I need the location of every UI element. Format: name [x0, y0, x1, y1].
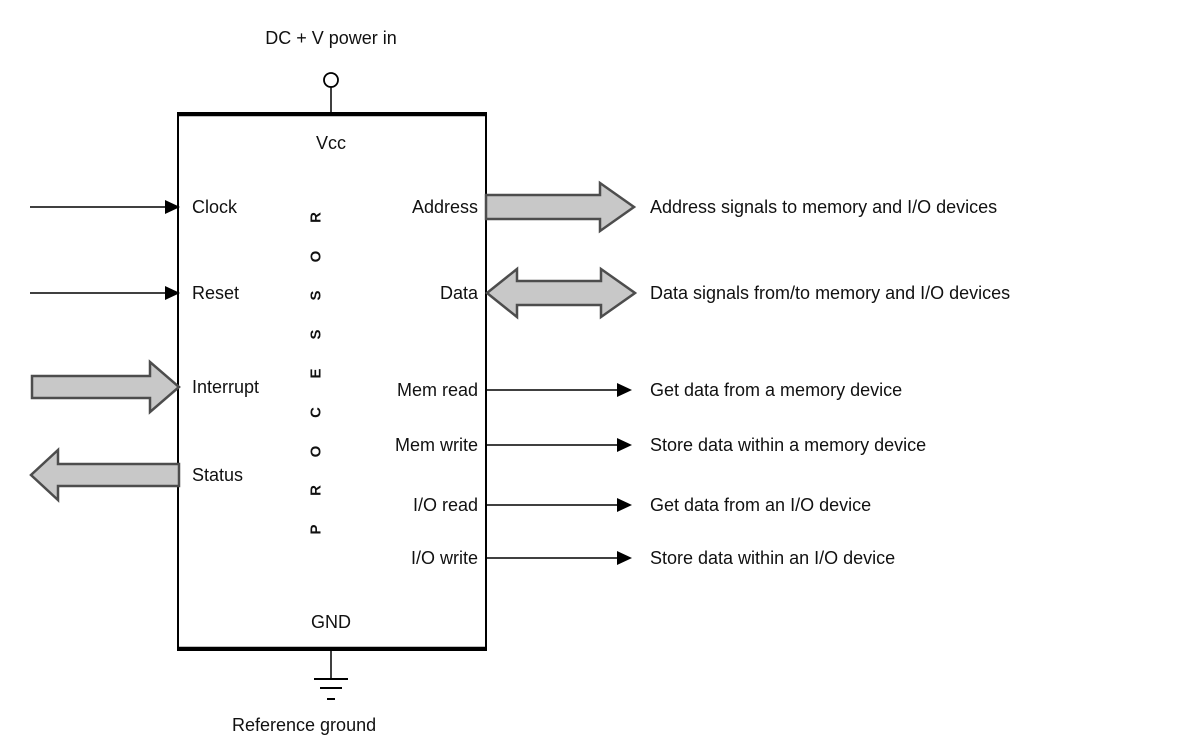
gnd-pin-label: GND [311, 612, 351, 632]
clock-pin-label: Clock [192, 197, 238, 217]
address-pin-label: Address [411, 197, 478, 217]
ground-symbol [314, 650, 348, 700]
vertical-letter: P [307, 524, 325, 535]
vertical-letter: R [307, 212, 325, 223]
power-terminal-circle [323, 72, 339, 88]
mem-write-pin-label: Mem write [394, 435, 478, 455]
io-read-description: Get data from an I/O device [650, 495, 872, 515]
vertical-letter: O [307, 445, 325, 458]
vcc-pin-label: Vcc [315, 133, 347, 153]
vertical-letter: O [307, 250, 325, 263]
processor-vertical-label: R O S S E C O R P [303, 198, 329, 549]
data-description: Data signals from/to memory and I/O devi… [650, 283, 1011, 303]
vertical-letter: S [307, 329, 325, 340]
io-read-pin-label: I/O read [412, 495, 478, 515]
mem-write-description: Store data within a memory device [650, 435, 927, 455]
interrupt-pin-label: Interrupt [192, 377, 260, 397]
io-read-arrow [486, 498, 632, 512]
reference-ground-label: Reference ground [232, 715, 377, 735]
mem-write-arrow [486, 438, 632, 452]
interrupt-block-arrow [30, 359, 181, 415]
data-bidirectional-arrow [484, 266, 638, 320]
address-description: Address signals to memory and I/O device… [650, 197, 998, 217]
vertical-letter: S [307, 290, 325, 301]
io-write-pin-label: I/O write [410, 548, 478, 568]
reset-arrow [30, 286, 180, 300]
mem-read-arrow [486, 383, 632, 397]
vertical-letter: E [307, 368, 325, 379]
data-pin-label: Data [439, 283, 478, 303]
clock-arrow [30, 200, 180, 214]
status-block-arrow [29, 447, 181, 503]
reset-pin-label: Reset [192, 283, 240, 303]
power-label: DC + V power in [265, 28, 397, 48]
vertical-letter: R [307, 485, 325, 496]
mem-read-description: Get data from a memory device [650, 380, 903, 400]
io-write-arrow [486, 551, 632, 565]
address-block-arrow [484, 180, 637, 234]
io-write-description: Store data within an I/O device [650, 548, 896, 568]
processor-box [177, 112, 487, 651]
status-pin-label: Status [192, 465, 244, 485]
vertical-letter: C [307, 407, 325, 418]
mem-read-pin-label: Mem read [396, 380, 478, 400]
